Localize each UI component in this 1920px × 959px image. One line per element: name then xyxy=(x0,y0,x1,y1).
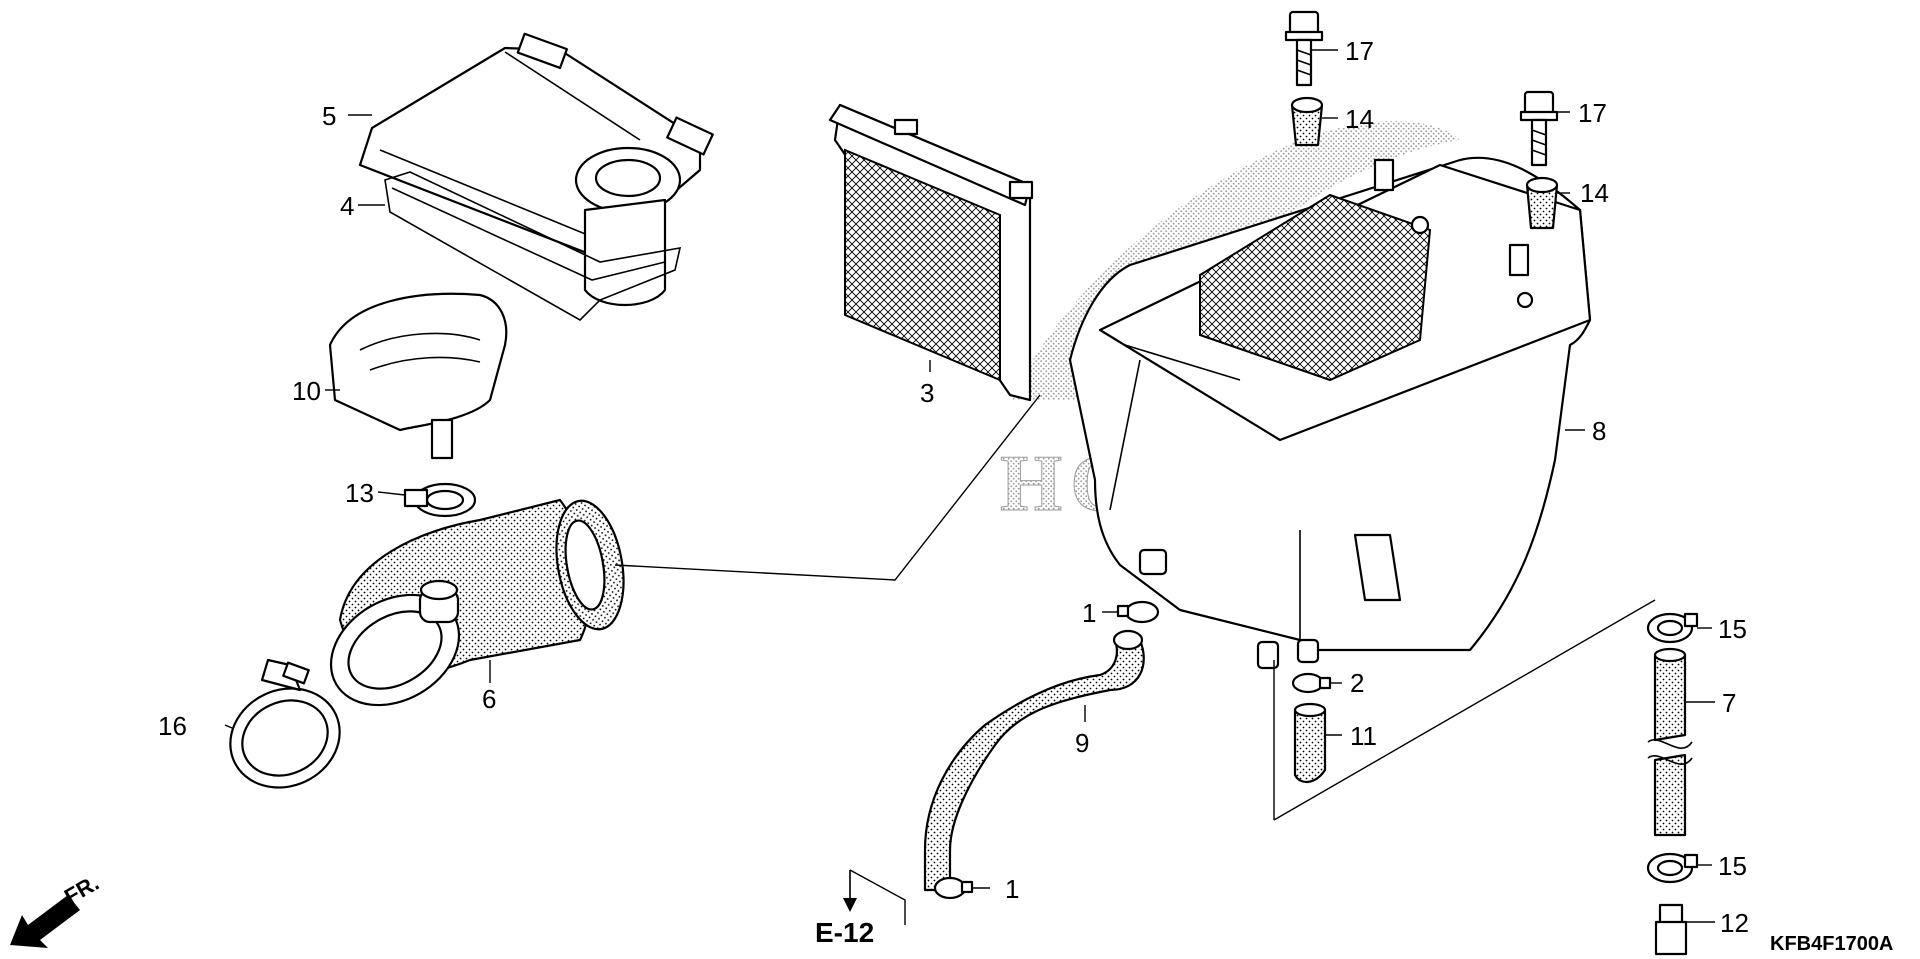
callout-13: 13 xyxy=(345,478,374,508)
part-9-drain-tube xyxy=(923,629,1145,892)
callout-9: 9 xyxy=(1075,728,1089,758)
part-13-hose-clamp xyxy=(403,482,477,518)
part-16-band-clamp xyxy=(229,658,341,789)
callout-16: 16 xyxy=(158,711,187,741)
part-5-air-cleaner-cover xyxy=(358,32,714,307)
callout-15-upper: 15 xyxy=(1718,614,1747,644)
callout-7: 7 xyxy=(1722,688,1736,718)
part-14-collar-left xyxy=(1290,96,1324,147)
part-10-duct xyxy=(328,292,508,460)
callout-6: 6 xyxy=(482,684,496,714)
arrow-down-icon xyxy=(843,898,857,912)
diagram-code: KFB4F1700A xyxy=(1770,933,1893,955)
part-1-clip-lower xyxy=(933,876,974,900)
part-11-drain-plug xyxy=(1293,702,1327,783)
callout-12: 12 xyxy=(1720,908,1749,938)
callout-8: 8 xyxy=(1592,416,1606,446)
reference-label: E-12 xyxy=(815,917,874,948)
front-indicator: FR. xyxy=(10,870,103,948)
callout-1-upper: 1 xyxy=(1082,598,1096,628)
part-3-air-filter-element xyxy=(828,103,1034,402)
callout-1-lower: 1 xyxy=(1005,874,1019,904)
part-1-clip-upper xyxy=(1116,600,1160,624)
part-7-drain-hose xyxy=(1647,647,1693,837)
callout-2: 2 xyxy=(1350,668,1364,698)
part-15-clamp-lower xyxy=(1646,852,1699,884)
callout-14-left: 14 xyxy=(1345,104,1374,134)
part-4-gasket xyxy=(384,171,682,321)
callout-labels: 1 1 2 3 4 5 6 7 8 9 10 11 12 13 14 14 15… xyxy=(158,36,1749,938)
callout-3: 3 xyxy=(920,378,934,408)
part-8-air-cleaner-case xyxy=(1068,156,1592,670)
part-6-connecting-tube xyxy=(329,498,625,707)
reference-e12: E-12 xyxy=(815,870,874,948)
callout-10: 10 xyxy=(292,376,321,406)
part-15-clamp-upper xyxy=(1646,612,1699,644)
callout-4: 4 xyxy=(340,191,354,221)
part-17-bolt-left xyxy=(1284,10,1324,87)
part-14-collar-right xyxy=(1525,176,1559,230)
part-2-clip xyxy=(1291,672,1332,694)
callout-5: 5 xyxy=(322,101,336,131)
callout-14-right: 14 xyxy=(1580,178,1609,208)
callout-15-lower: 15 xyxy=(1718,851,1747,881)
part-12-plug xyxy=(1654,903,1688,956)
callout-17-left: 17 xyxy=(1345,36,1374,66)
arrow-down-left-icon xyxy=(10,895,80,948)
callout-17-right: 17 xyxy=(1578,98,1607,128)
callout-11: 11 xyxy=(1350,721,1377,751)
part-17-bolt-right xyxy=(1519,90,1559,167)
